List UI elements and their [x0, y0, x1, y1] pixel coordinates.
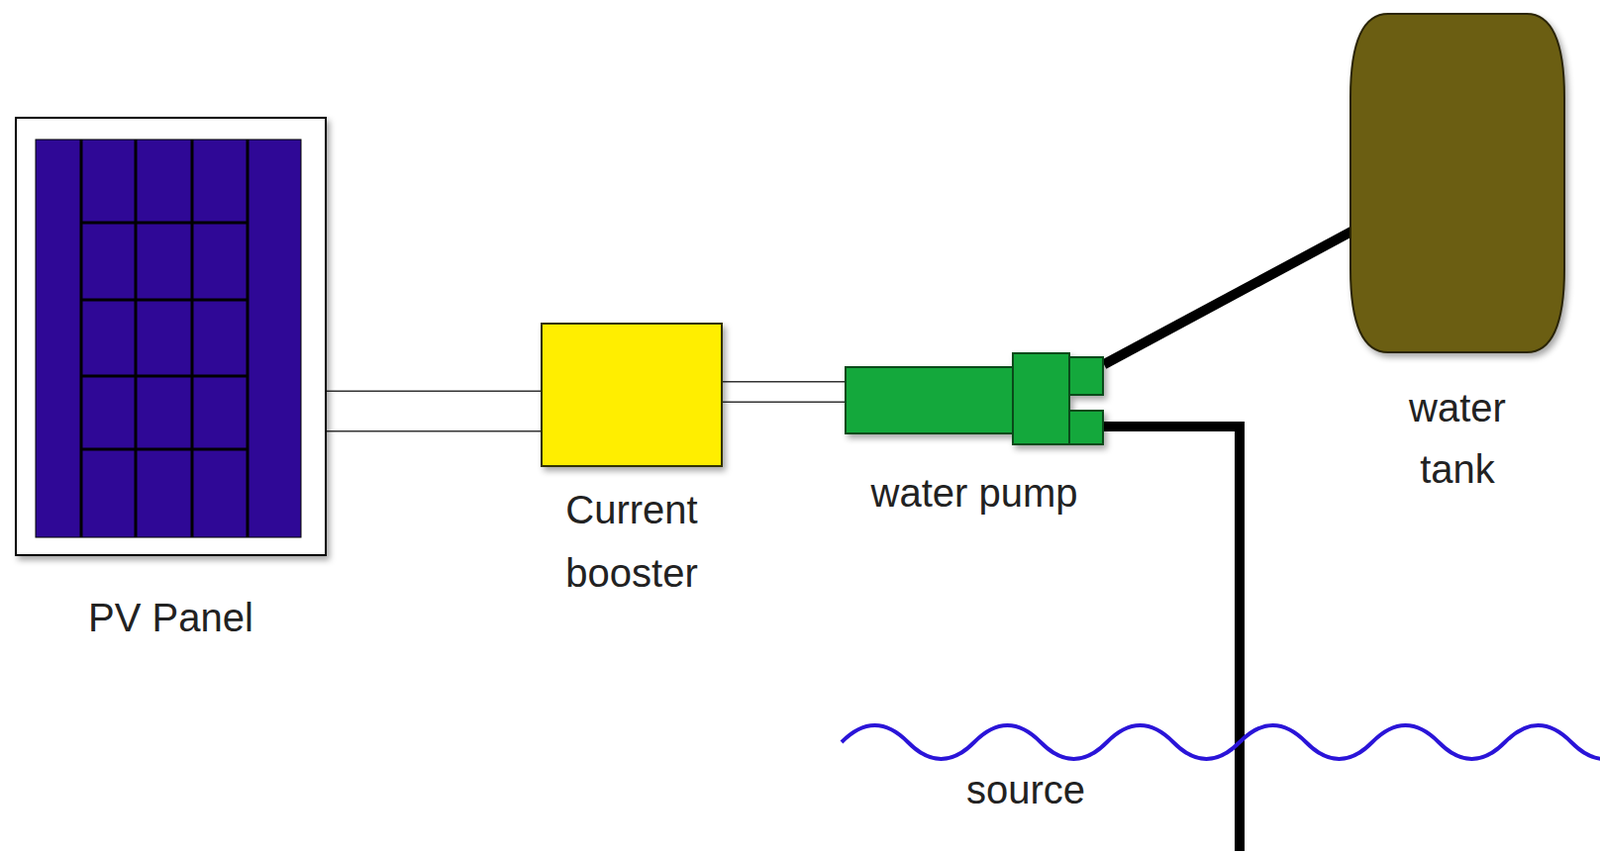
water-pump: water pump: [844, 352, 1104, 446]
node-label: water tank: [1383, 377, 1532, 500]
water-tank: water tank: [1348, 11, 1567, 355]
water-surface: [841, 725, 1600, 760]
connector-group: [325, 410, 542, 412]
booster-shape: [540, 322, 723, 468]
pump-shape: [844, 352, 1104, 446]
booster-box: Current booster: [540, 322, 723, 468]
node-label: PV Panel: [22, 594, 320, 642]
tank-shape: [1348, 11, 1567, 355]
source-label: source: [966, 768, 1086, 813]
wave-line: [841, 725, 1600, 760]
panel-shape: [14, 116, 327, 557]
power-wire: [722, 381, 845, 403]
connector-group: [721, 392, 846, 394]
delivery-pipe: [1103, 230, 1353, 365]
intake-pipe: [1103, 426, 1240, 852]
node-label: Current booster: [532, 478, 731, 605]
power-wire: [326, 390, 541, 432]
wire-core: [721, 383, 846, 402]
wire-core: [325, 392, 542, 431]
connector-group: [1103, 230, 1353, 365]
node-label: water pump: [815, 469, 1133, 517]
pv-panel: PV Panel: [14, 116, 327, 557]
